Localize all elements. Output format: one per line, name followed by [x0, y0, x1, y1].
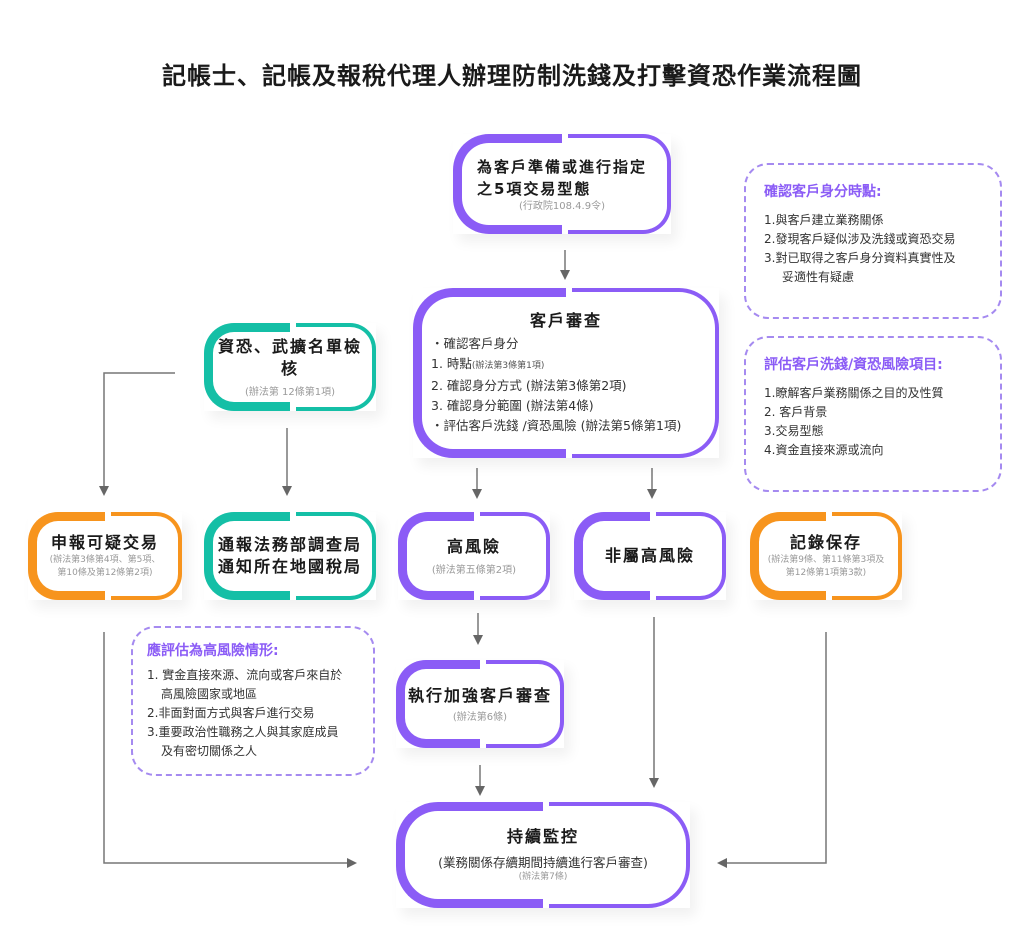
note-item: 3.交易型態 [764, 424, 824, 438]
note-item: 2.發現客戶疑似涉及洗錢或資恐交易 [764, 232, 956, 246]
note-item: 1. 實金直接來源、流向或客戶來自於 [147, 668, 343, 682]
arrow-str-to-monitor [103, 632, 357, 868]
note-item: 高風險國家或地區 [161, 687, 258, 701]
cdd-item-text: 1. 時點 [431, 356, 472, 371]
start-title-line2: 之5項交易型態 [476, 179, 592, 198]
node-sanctions-screening: 資恐、武擴名單檢核 (辦法第 12條第1項) [204, 323, 376, 411]
records-sub-line1: (辦法第9條、第11條第3項及 [767, 555, 885, 565]
note-item: 3.對已取得之客戶身分資料真實性及 [764, 251, 956, 265]
note-risk-assessment-title: 評估客戶洗錢/資恐風險項目: [764, 357, 943, 373]
edd-title: 執行加強客戶審查 [407, 685, 552, 705]
records-sub-line2: 第12條第1項第3款) [785, 568, 867, 578]
node-non-high-risk: 非屬高風險 [574, 512, 726, 600]
note-risk-assessment-items: 評估客戶洗錢/資恐風險項目: 1.瞭解客戶業務關係之目的及性質 2. 客戶背景 … [744, 336, 1002, 492]
screening-sub: (辦法第 12條第1項) [244, 386, 336, 398]
note-identity-timing: 確認客戶身分時點: 1.與客戶建立業務關係 2.發現客戶疑似涉及洗錢或資恐交易 … [744, 163, 1002, 319]
cdd-title: 客戶審查 [529, 311, 602, 330]
note-item: 4.資金直接來源或流向 [764, 443, 884, 457]
note-item: 2.非面對面方式與客戶進行交易 [147, 706, 315, 720]
node-suspicious-transaction-report: 申報可疑交易 (辦法第3條第4項、第5項、 第10條及第12條第2項) [28, 512, 182, 600]
cdd-item-note: (辦法第3條第1項) [471, 361, 545, 371]
monitor-title: 持續監控 [506, 827, 579, 846]
high-risk-sub: (辦法第五條第2項) [431, 564, 517, 576]
node-notify-authorities: 通報法務部調查局 通知所在地國稅局 [204, 512, 376, 600]
screening-title: 資恐、武擴名單檢核 [217, 336, 362, 378]
page-title: 記帳士、記帳及報稅代理人辦理防制洗錢及打擊資恐作業流程圖 [162, 62, 862, 90]
cdd-item: 1. 時點(辦法第3條第1項) [431, 354, 719, 376]
str-title: 申報可疑交易 [50, 533, 159, 552]
note-identity-timing-title: 確認客戶身分時點: [764, 184, 882, 200]
note-item: 及有密切關係之人 [161, 744, 258, 758]
edd-sub: (辦法第6條) [452, 711, 508, 723]
cdd-item: ・確認客戶身分 [431, 336, 519, 351]
node-high-risk: 高風險 (辦法第五條第2項) [398, 512, 550, 600]
note-item: 2. 客戶背景 [764, 405, 828, 419]
monitor-note: (辦法第7條) [518, 872, 568, 882]
arrow-screening-to-str [99, 372, 175, 496]
node-customer-due-diligence: 客戶審查 ・確認客戶身分 1. 時點(辦法第3條第1項) 2. 確認身分方式 (… [413, 288, 719, 458]
node-start: 為客戶準備或進行指定 之5項交易型態 (行政院108.4.9令) [453, 134, 671, 234]
str-sub-line2: 第10條及第12條第2項) [57, 568, 153, 578]
note-high-risk-cases-title: 應評估為高風險情形: [147, 643, 279, 659]
arrow-records-to-monitor [717, 632, 827, 868]
non-high-risk-title: 非屬高風險 [604, 546, 695, 565]
start-sub: (行政院108.4.9令) [519, 200, 605, 212]
cdd-item: ・評估客戶洗錢 /資恐風險 (辦法第5條第1項) [431, 418, 682, 433]
notify-title-line1: 通報法務部調查局 [217, 535, 362, 554]
note-high-risk-cases: 應評估為高風險情形: 1. 實金直接來源、流向或客戶來自於 高風險國家或地區 2… [131, 626, 375, 776]
high-risk-title: 高風險 [446, 536, 501, 556]
monitor-sub: (業務關係存續期間持續進行客戶審查) [438, 855, 648, 870]
cdd-item: 2. 確認身分方式 (辦法第3條第2項) [431, 378, 627, 393]
cdd-item: 3. 確認身分範圍 (辦法第4條) [431, 398, 594, 413]
notify-title-line2: 通知所在地國稅局 [217, 557, 362, 576]
note-item: 3.重要政治性職務之人與其家庭成員 [147, 725, 339, 739]
note-item: 1.與客戶建立業務關係 [764, 213, 884, 227]
node-record-keeping: 記錄保存 (辦法第9條、第11條第3項及 第12條第1項第3款) [750, 512, 902, 600]
note-item: 1.瞭解客戶業務關係之目的及性質 [764, 386, 944, 400]
records-title: 記錄保存 [789, 533, 862, 552]
note-item: 妥適性有疑慮 [782, 270, 855, 284]
start-title-line1: 為客戶準備或進行指定 [476, 157, 647, 176]
str-sub-line1: (辦法第3條第4項、第5項、 [49, 555, 161, 565]
node-ongoing-monitoring: 持續監控 (業務關係存續期間持續進行客戶審查) (辦法第7條) [396, 802, 690, 908]
node-enhanced-due-diligence: 執行加強客戶審查 (辦法第6條) [396, 660, 564, 748]
